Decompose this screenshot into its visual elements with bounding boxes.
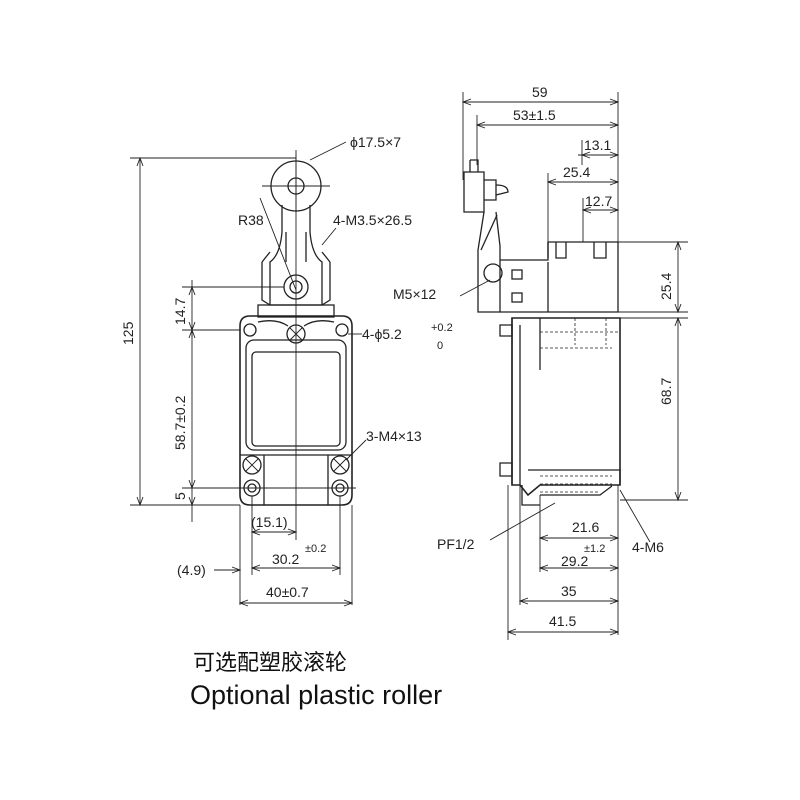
caption-chinese: 可选配塑胶滚轮 xyxy=(193,651,348,676)
body-side xyxy=(511,317,621,497)
dim-12-7: 12.7 xyxy=(585,193,612,209)
cover-screw-right xyxy=(330,455,350,475)
dim-30-2: 30.2 xyxy=(272,551,299,567)
label-conduit: PF1/2 xyxy=(437,536,475,552)
top-screw xyxy=(286,324,306,344)
label-roller: ϕ17.5×7 xyxy=(350,134,401,150)
label-mount-tol-lower: 0 xyxy=(437,340,443,352)
cover-screw-left xyxy=(242,455,262,475)
dim-30-2-tol: ±0.2 xyxy=(305,543,326,555)
label-cover-screws: 3-M4×13 xyxy=(366,428,422,444)
dim-125: 125 xyxy=(120,321,136,345)
dim-35: 35 xyxy=(561,583,577,599)
label-m6: 4-M6 xyxy=(632,539,664,555)
label-screws-top: 4-M3.5×26.5 xyxy=(333,212,412,228)
label-mount-tol-upper: +0.2 xyxy=(431,322,453,334)
dim-15-1: (15.1) xyxy=(251,514,288,530)
dim-14-7: 14.7 xyxy=(172,298,188,325)
front-view: 125 14.7 58.7±0.2 5 ϕ17.5×7 R38 4-M3.5×2… xyxy=(120,134,453,607)
dim-68-7: 68.7 xyxy=(658,378,674,405)
dim-59: 59 xyxy=(532,84,548,100)
m5-screw xyxy=(483,263,503,283)
dim-58-7: 58.7±0.2 xyxy=(172,395,188,450)
dim-21-6: 21.6 xyxy=(572,519,599,535)
dim-41-5: 41.5 xyxy=(549,613,576,629)
roller-side xyxy=(463,171,485,213)
dim-29-2: 29.2 xyxy=(561,553,588,569)
lever-side xyxy=(477,211,501,313)
dim-5: 5 xyxy=(172,492,188,500)
side-view: 59 53±1.5 13.1 25.4 12.7 M5×12 25.4 xyxy=(393,84,688,640)
dim-53: 53±1.5 xyxy=(513,107,556,123)
dim-25-4-top: 25.4 xyxy=(563,164,590,180)
caption-english: Optional plastic roller xyxy=(190,680,443,710)
label-m5: M5×12 xyxy=(393,286,436,302)
switch-body xyxy=(239,315,353,506)
label-mount-holes: 4-ϕ5.2 xyxy=(362,326,402,342)
dim-4-9: (4.9) xyxy=(177,562,206,578)
dim-40: 40±0.7 xyxy=(266,584,309,600)
label-r38: R38 xyxy=(238,212,264,228)
dim-29-2-tol: ±1.2 xyxy=(584,543,605,555)
dim-13-1: 13.1 xyxy=(584,137,611,153)
dim-25-4-vert: 25.4 xyxy=(658,273,674,300)
